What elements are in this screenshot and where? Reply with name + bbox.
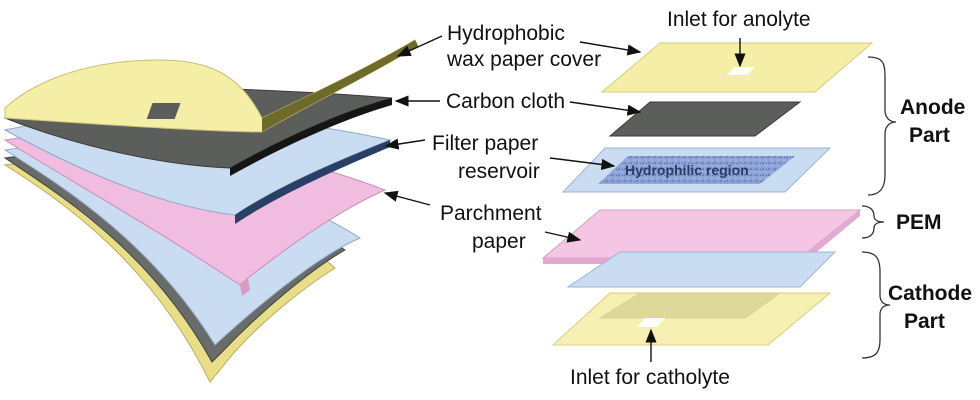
label-wax-line1: Hydrophobic: [447, 22, 565, 45]
label-filter-line1: Filter paper: [432, 132, 538, 155]
group-cathode-line2: Part: [904, 310, 945, 333]
cathode-filter-paper: [566, 251, 837, 288]
arrow-filter-left: [384, 138, 426, 150]
label-filter-line2: reservoir: [458, 160, 540, 183]
arrow-wax-left: [396, 35, 443, 57]
stack-window-square: [146, 103, 181, 119]
group-brackets: [861, 56, 897, 359]
arrow-filter-right: [549, 157, 616, 170]
group-anode-line1: Anode: [900, 96, 965, 119]
exploded-layers: [541, 42, 874, 346]
anode-bracket: [867, 56, 897, 196]
group-pem: PEM: [896, 211, 942, 234]
label-inlet-anolyte: Inlet for anolyte: [667, 8, 811, 31]
cathode-wax-cover: [551, 292, 832, 346]
label-inlet-catholyte: Inlet for catholyte: [570, 366, 730, 389]
stack-parchment-edge: [240, 278, 250, 296]
stack-filter-edge: [235, 140, 390, 224]
group-cathode-line1: Cathode: [888, 282, 972, 305]
group-anode-line2: Part: [909, 124, 950, 147]
label-wax-line2: wax paper cover: [446, 48, 601, 71]
label-arrows: [383, 35, 746, 362]
text-labels: Hydrophobic wax paper cover Carbon cloth…: [432, 8, 972, 389]
pem-bracket: [861, 205, 885, 239]
hydrophilic-region: [598, 156, 795, 184]
stack-carbon-edge: [230, 98, 392, 176]
pem-edge: [543, 210, 860, 264]
label-parchment-line1: Parchment: [440, 202, 542, 225]
arrow-carbon-right: [569, 101, 642, 116]
cathode-bracket: [861, 251, 891, 359]
arrow-parchment-right: [544, 231, 582, 243]
arrow-wax-right: [579, 41, 642, 56]
arrow-parchment-left: [383, 190, 431, 206]
label-parchment-line2: paper: [472, 230, 526, 253]
catholyte-inlet-hole: [637, 318, 665, 327]
assembled-stack: [3, 39, 419, 383]
anode-carbon-cloth: [608, 101, 802, 137]
stack-wax-cover: [4, 39, 419, 133]
label-carbon: Carbon cloth: [446, 90, 565, 113]
stack-wax-cover-edge: [262, 40, 418, 132]
anolyte-inlet-hole: [727, 67, 755, 75]
label-hydrophilic-region: Hydrophilic region: [625, 162, 749, 178]
